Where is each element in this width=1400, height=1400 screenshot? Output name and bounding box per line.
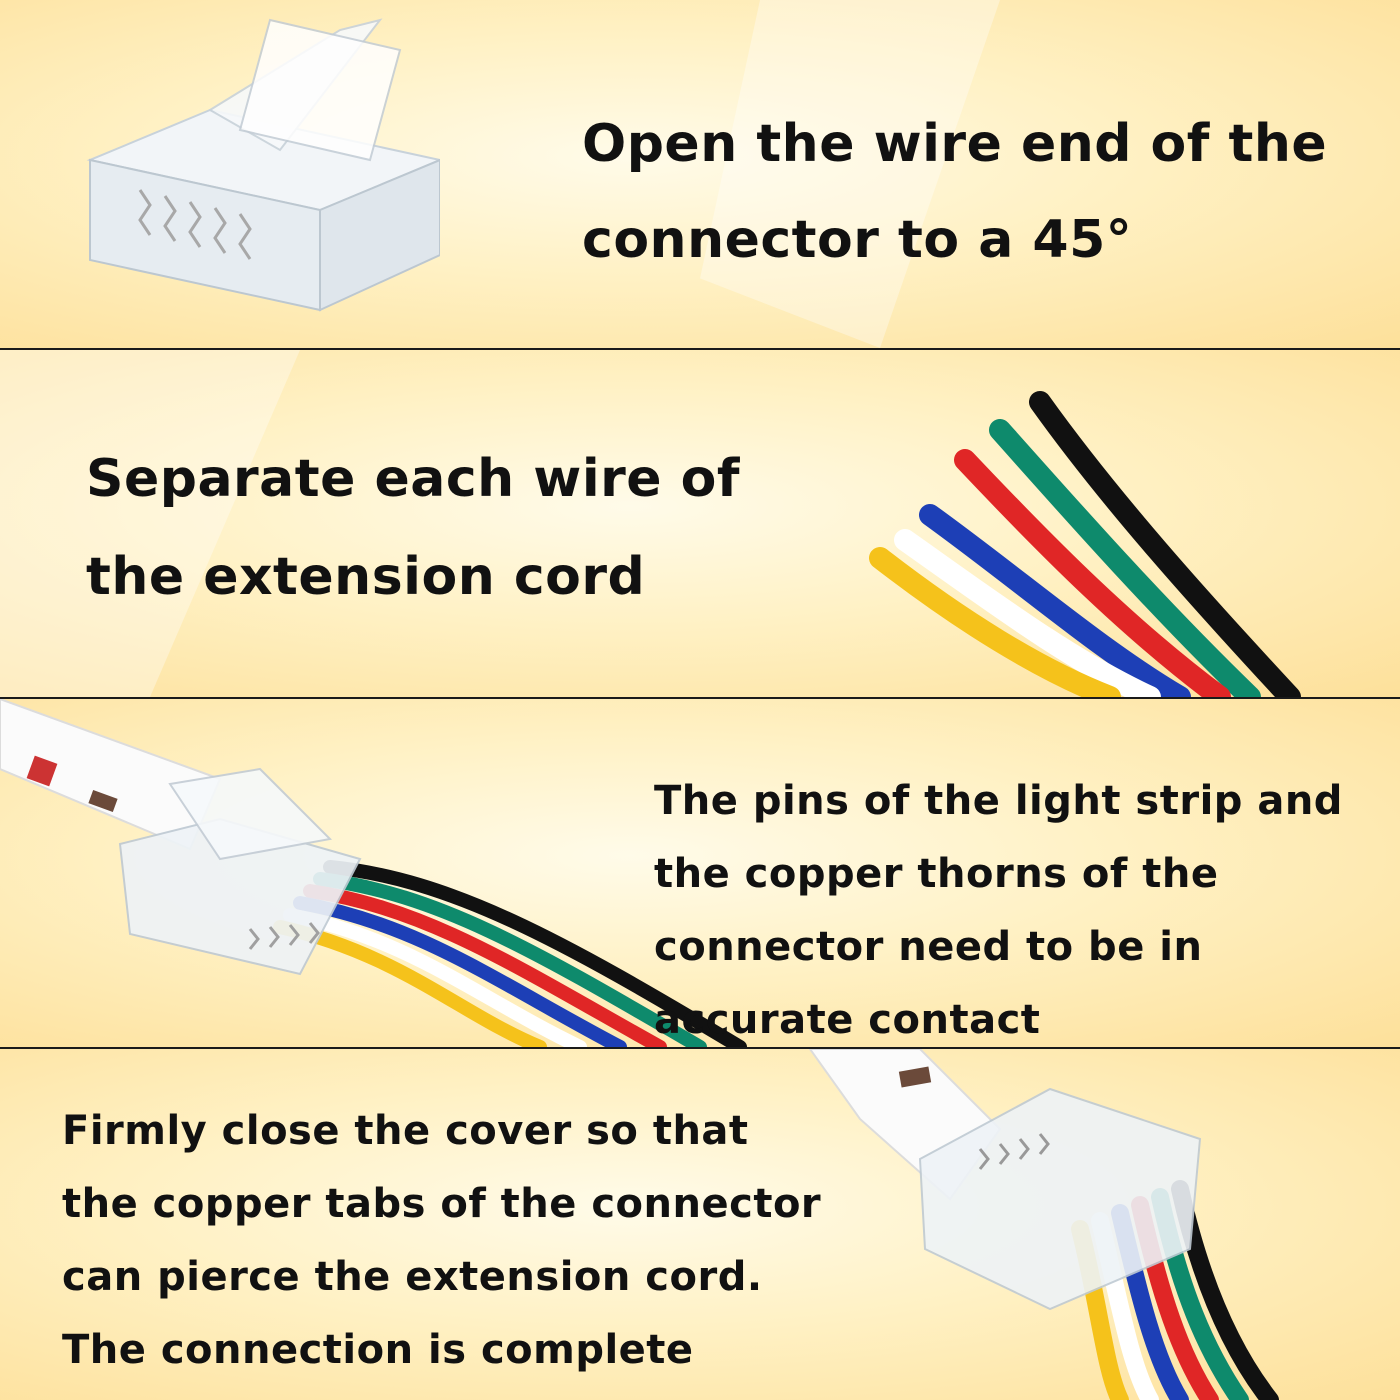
step-4-text: Firmly close the cover so that the coppe…	[62, 1108, 822, 1373]
step-3-panel: The pins of the light strip and the copp…	[0, 699, 1400, 1047]
step-3-text: The pins of the light strip and the copp…	[654, 778, 1343, 1043]
step-4-panel: Firmly close the cover so that the coppe…	[0, 1049, 1400, 1400]
closed-connector-icon	[808, 1049, 1279, 1400]
step-1-panel: Open the wire end of the connector to a …	[0, 0, 1400, 348]
strip-connector-icon	[0, 699, 747, 1047]
divider	[0, 697, 1400, 699]
divider	[0, 348, 1400, 350]
separated-wires-icon	[869, 391, 1301, 697]
divider	[0, 1047, 1400, 1049]
step-1-text: Open the wire end of the connector to a …	[582, 114, 1328, 270]
step-2-text: Separate each wire of the extension cord	[86, 449, 741, 607]
step-2-panel: Separate each wire of the extension cord	[0, 350, 1400, 697]
connector-open-icon	[86, 18, 440, 312]
